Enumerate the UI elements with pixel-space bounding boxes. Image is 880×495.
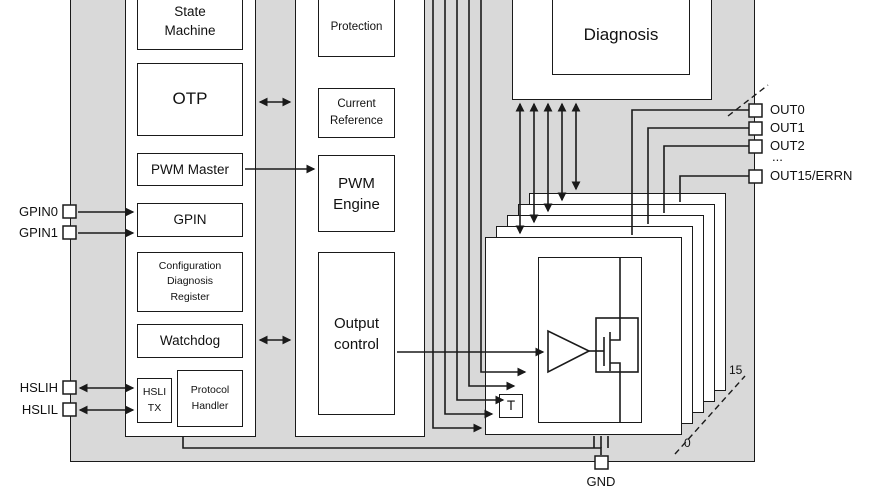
diagnosis-label: Diagnosis: [583, 25, 659, 45]
pin-hslil: [62, 402, 77, 417]
output-stage-symbols: [547, 258, 639, 422]
wire-gnd-rail: [182, 437, 602, 455]
block-diagnosis: Diagnosis: [552, 0, 690, 75]
block-state-machine: State Machine: [137, 0, 243, 50]
bus-channel-1: [444, 0, 494, 419]
state-machine-label: State Machine: [164, 3, 216, 39]
pin-out15: [748, 169, 763, 184]
temperature-sensor-label: T: [506, 398, 516, 414]
power-core-container: Protection Current Reference PWM Engine …: [295, 0, 425, 437]
pin-gnd: [594, 455, 609, 470]
output-channel-layer-0: T: [485, 237, 682, 435]
stack-range-line: [674, 375, 746, 455]
block-protocol-handler: Protocol Handler: [177, 370, 243, 427]
bus-channel-2: [456, 0, 505, 405]
continuation-marks: [674, 84, 769, 455]
wire-out0: [631, 109, 750, 235]
pin-out2: [748, 139, 763, 154]
pin-out1: [748, 121, 763, 136]
hsli-tx-label: HSLI TX: [142, 386, 167, 414]
block-config-diagnosis-register: Configuration Diagnosis Register: [137, 252, 243, 312]
block-watchdog: Watchdog: [137, 324, 243, 358]
mosfet-icon: [589, 258, 621, 422]
block-hsli-tx: HSLI TX: [137, 378, 172, 423]
block-gpin: GPIN: [137, 203, 243, 237]
driver-amplifier-icon: [547, 329, 591, 374]
pin-out0: [748, 103, 763, 118]
current-reference-label: Current Reference: [329, 98, 384, 127]
out-ellipsis-line: [727, 84, 769, 117]
otp-label: OTP: [172, 89, 208, 109]
wire-out2: [663, 145, 750, 213]
gpin-label: GPIN: [173, 212, 207, 228]
bus-channel-3: [468, 0, 516, 391]
pin-hslih: [62, 380, 77, 395]
pin-gpin1: [62, 225, 77, 240]
mosfet-box: [595, 317, 639, 373]
block-pwm-master: PWM Master: [137, 153, 243, 186]
watchdog-label: Watchdog: [159, 333, 221, 349]
pin-squares: [62, 103, 763, 470]
block-protection: Protection: [318, 0, 395, 57]
block-current-reference: Current Reference: [318, 88, 395, 138]
bus-channel-0: [432, 0, 483, 433]
signal-wires: [78, 0, 750, 455]
wire-out1: [647, 127, 750, 224]
config-register-label: Configuration Diagnosis Register: [158, 260, 222, 303]
protocol-handler-label: Protocol Handler: [190, 384, 230, 412]
protection-label: Protection: [330, 21, 383, 34]
bus-channel-4: [480, 0, 527, 377]
block-otp: OTP: [137, 63, 243, 136]
pin-gpin0: [62, 204, 77, 219]
block-output-control: Output control: [318, 252, 395, 415]
wire-out15: [679, 175, 750, 202]
control-logic-container: State Machine OTP PWM Master GPIN Config…: [125, 0, 256, 437]
block-pwm-engine: PWM Engine: [318, 155, 395, 232]
diagnosis-stack: Diagnosis: [512, 0, 712, 100]
pwm-master-label: PWM Master: [150, 161, 229, 177]
pwm-engine-label: PWM Engine: [333, 174, 380, 213]
output-control-label: Output control: [333, 314, 380, 353]
